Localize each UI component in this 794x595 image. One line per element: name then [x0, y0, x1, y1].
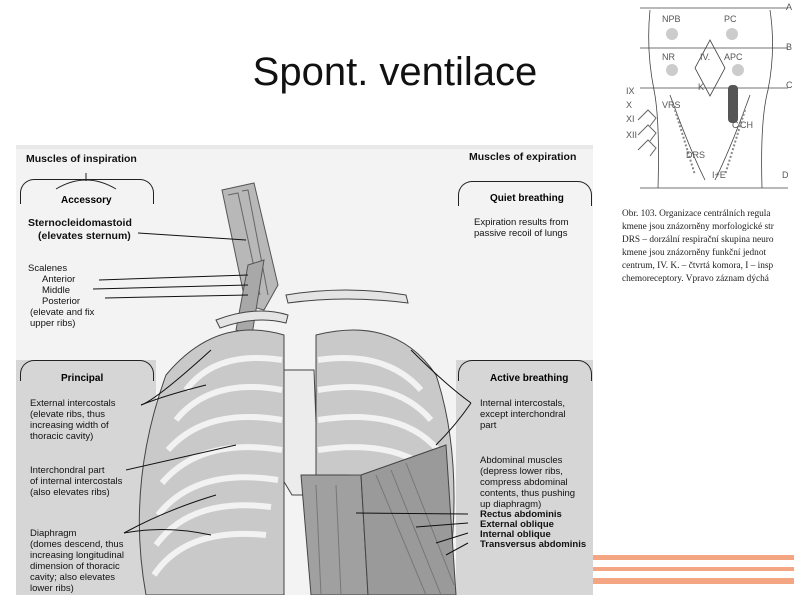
abdominal-1: Abdominal muscles [480, 455, 562, 466]
quiet-tab-label: Quiet breathing [490, 193, 564, 204]
level-a-label: A [786, 2, 792, 13]
abdominal-2: (depress lower ribs, [480, 466, 563, 477]
inspiration-header: Muscles of inspiration [26, 154, 137, 165]
decor-stripe [593, 555, 794, 560]
abdominal-4: contents, thus pushing [480, 488, 575, 499]
pc-label: PC [724, 14, 737, 25]
apc-label: APC [724, 52, 743, 63]
ext-intercostals-2: (elevate ribs, thus [30, 409, 105, 420]
caption-line: DRS – dorzální respirační skupina neuro [622, 234, 794, 247]
ext-intercostals-1: External intercostals [30, 398, 116, 409]
expiration-header: Muscles of expiration [469, 152, 576, 163]
drs-label: DRS [686, 150, 705, 161]
caption-line: Obr. 103. Organizace centrálních regula [622, 208, 794, 221]
figure-caption: Obr. 103. Organizace centrálních regula … [622, 208, 794, 286]
nerve-x-label: X [626, 100, 632, 111]
nerve-ix-label: IX [626, 86, 635, 97]
caption-line: chemoreceptory. Vpravo záznam dýchá [622, 273, 794, 286]
decor-stripe [593, 567, 794, 571]
quiet-text-2: passive recoil of lungs [474, 228, 567, 239]
diaphragm-6: lower ribs) [30, 583, 74, 594]
npb-label: NPB [662, 14, 681, 25]
diaphragm-1: Diaphragm [30, 528, 76, 539]
diaphragm-4: dimension of thoracic [30, 561, 120, 572]
scalene-anterior: Anterior [42, 274, 75, 285]
int-intercostals-3: part [480, 420, 496, 431]
caption-line: kmene jsou znázorněny morfologické str [622, 221, 794, 234]
ch-label: CH [740, 120, 753, 131]
caption-line: kmene jsou znázorněny funkční jednot [622, 247, 794, 260]
brainstem-schematic [620, 0, 794, 198]
scalene-posterior: Posterior [42, 296, 80, 307]
c-label: C [732, 120, 739, 131]
sternocleido-label: Sternocleidomastoid [28, 218, 132, 229]
decor-stripe [593, 578, 794, 584]
scalenes-label: Scalenes [28, 263, 67, 274]
diaphragm-2: (domes descend, thus [30, 539, 123, 550]
int-intercostals-2: except interchondral [480, 409, 566, 420]
abdominal-3: compress abdominal [480, 477, 568, 488]
nerve-xi-label: XI [626, 114, 635, 125]
transversus-label: Transversus abdominis [480, 539, 586, 550]
interchondral-3: (also elevates ribs) [30, 487, 110, 498]
vrs-label: VRS [662, 100, 681, 111]
scalenes-note-1: (elevate and fix [30, 307, 94, 318]
slide-title: Spont. ventilace [200, 50, 590, 95]
scalene-middle: Middle [42, 285, 70, 296]
principal-tab-label: Principal [61, 373, 103, 384]
diaphragm-5: cavity; also elevates [30, 572, 115, 583]
brainstem-diagram: NPB PC NR IV. APC K VRS DRS CH C I+E IX … [620, 0, 794, 198]
int-intercostals-1: Internal intercostals, [480, 398, 565, 409]
ext-intercostals-4: thoracic cavity) [30, 431, 93, 442]
ext-intercostals-3: increasing width of [30, 420, 109, 431]
respiratory-muscles-figure: Muscles of inspiration Accessory Sternoc… [16, 145, 593, 595]
quiet-text-1: Expiration results from [474, 217, 569, 228]
level-b-label: B [786, 42, 792, 53]
level-c-label: C [786, 80, 793, 91]
interchondral-1: Interchondral part [30, 465, 104, 476]
interchondral-2: of internal intercostals [30, 476, 122, 487]
scalenes-note-2: upper ribs) [30, 318, 75, 329]
iv-label: IV. [700, 52, 710, 63]
active-tab-label: Active breathing [490, 373, 568, 384]
accessory-tab-label: Accessory [61, 195, 112, 206]
ie-label: I+E [712, 170, 726, 181]
caption-line: centrum, IV. K. – čtvrtá komora, I – ins… [622, 260, 794, 273]
nerve-xii-label: XII [626, 130, 637, 141]
nr-label: NR [662, 52, 675, 63]
k-label: K [698, 82, 704, 93]
level-d-label: D [782, 170, 789, 181]
sternocleido-note: (elevates sternum) [38, 231, 131, 242]
diaphragm-3: increasing longitudinal [30, 550, 124, 561]
